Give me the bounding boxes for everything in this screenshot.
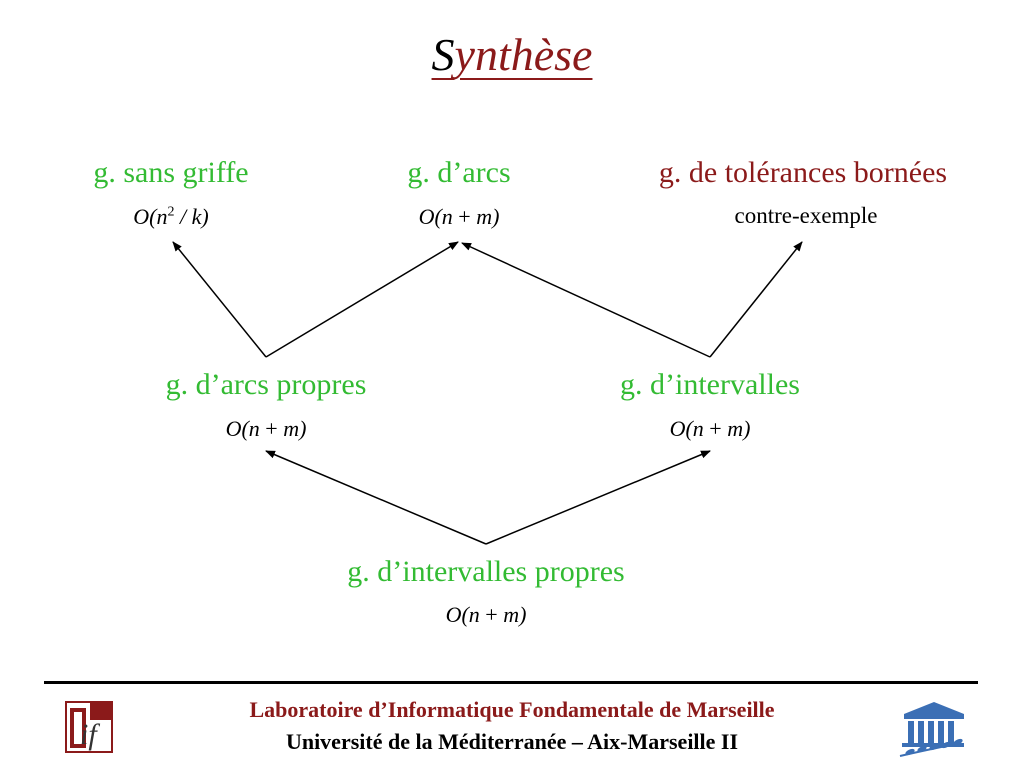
node-interval-complexity: O(n + m) xyxy=(669,416,751,441)
node-arc-label: g. d’arcs xyxy=(407,156,511,189)
node-proper-arc-complexity: O(n + m) xyxy=(225,416,307,441)
node-claw-free-complexity: O(n2 / k) xyxy=(133,204,209,229)
temple-laurel-icon xyxy=(899,702,964,757)
node-interval-label: g. d’intervalles xyxy=(620,368,800,401)
arrow-proper-arc-to-claw-free xyxy=(172,241,267,358)
node-claw-free-label: g. sans griffe xyxy=(93,156,249,189)
svg-text:if: if xyxy=(80,718,100,751)
node-arc-complexity: O(n + m) xyxy=(418,204,500,229)
footer-university-name: Université de la Méditerranée – Aix-Mars… xyxy=(285,729,739,754)
footer-divider xyxy=(44,681,978,684)
node-proper-interval-label: g. d’intervalles propres xyxy=(347,555,625,588)
node-bounded-tolerance-counterexample: contre-exemple xyxy=(734,203,878,228)
slide-title: Synthèse xyxy=(431,29,593,80)
lif-logo-icon: if xyxy=(65,701,113,753)
arrow-proper-interval-to-proper-arc xyxy=(265,450,487,545)
footer-lab-name: Laboratoire d’Informatique Fondamentale … xyxy=(249,697,775,722)
university-logo xyxy=(896,700,972,765)
lif-logo: if xyxy=(64,698,116,759)
arrow-interval-to-arc xyxy=(461,242,711,358)
arrow-proper-arc-to-arc xyxy=(265,241,459,358)
node-proper-arc-label: g. d’arcs propres xyxy=(165,368,367,401)
arrow-proper-interval-to-interval xyxy=(485,450,711,545)
node-proper-interval-complexity: O(n + m) xyxy=(445,602,527,627)
arrow-interval-to-bounded-tolerance xyxy=(709,241,803,358)
node-bounded-tolerance-label: g. de tolérances bornées xyxy=(658,156,948,189)
